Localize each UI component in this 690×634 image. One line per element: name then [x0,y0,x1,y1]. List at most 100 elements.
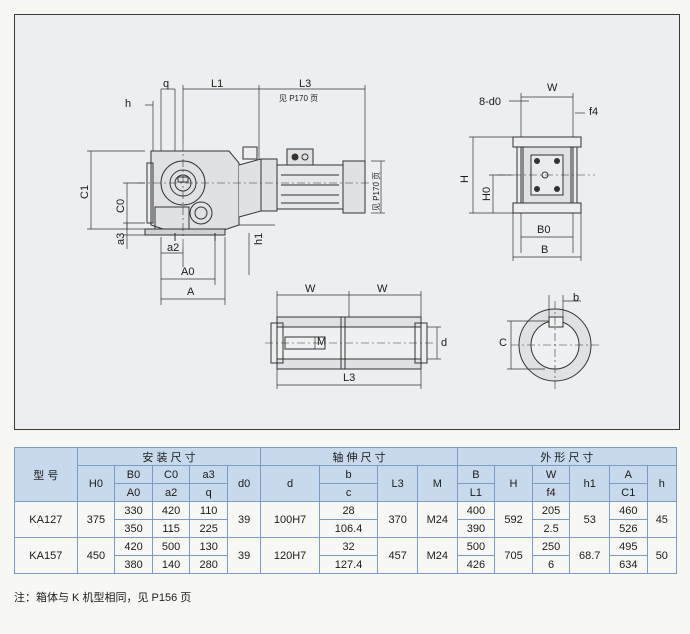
cell-W: 205 [531,501,571,520]
header-h1: h1 [569,465,611,502]
hollow-shaft-section [265,316,435,370]
header-d0: d0 [226,465,262,502]
dim-label-A: A [187,286,195,298]
table-header-row-top: H0 B0 C0 a3 d0 d b L3 M B H W h1 A h [15,465,678,502]
header-b: b [318,465,379,484]
dim-label-H: H [459,175,471,183]
cell-b: 32 [318,537,379,556]
table-row: 350 115 225 106.4 390 2.5 526 [15,519,677,538]
dim-label-C0: C0 [115,198,127,213]
dim-label-shaft-M: M [317,336,327,348]
header-model: 型 号 [14,447,78,502]
dim-label-key-C: C [499,337,507,349]
dim-label-8-d0: 8-d0 [479,96,502,108]
table-group-header-row: 型 号 安 装 尺 寸 轴 伸 尺 寸 外 形 尺 寸 [14,447,678,502]
cell-h: 50 [646,537,678,574]
cell-h1: 53 [569,501,611,538]
dim-label-see-p170: 见 P170 页 [279,94,319,103]
header-M: M [416,465,458,502]
cell-B0: 330 [114,501,153,520]
header-f4: f4 [531,483,571,502]
cell-a3: 110 [189,501,228,520]
cell-a2: 140 [151,555,191,574]
shaft-dimensions [276,291,441,389]
cell-f4: 6 [531,555,571,574]
dim-label-h1: h1 [253,232,265,245]
header-B: B [456,465,496,484]
cell-q: 225 [189,519,228,538]
header-W: W [531,465,571,484]
header-A: A [609,465,648,484]
dim-label-L1: L1 [211,78,224,90]
dim-label-front-W: W [547,82,558,94]
cell-b: 28 [318,501,379,520]
dim-label-H0: H0 [481,186,493,201]
dim-label-a2: a2 [167,242,180,254]
cell-B0: 420 [114,537,153,556]
technical-drawing: h q L1 L3 见 P170 页 见 P170 页 C1 C0 a3 a2 … [14,14,680,430]
cell-d0: 39 [226,537,262,574]
cell-M: M24 [416,537,458,574]
cell-H0: 450 [76,537,116,574]
side-view-gearbox [144,146,262,241]
cell-L3: 370 [377,501,418,538]
keyway-dimensions [507,295,581,370]
header-H: H [494,465,533,502]
cell-B: 500 [456,537,496,556]
dim-label-shaft-W-right: W [377,283,388,295]
dim-label-L3: L3 [299,78,312,90]
header-C0: C0 [151,465,191,484]
dimension-table: 型 号 安 装 尺 寸 轴 伸 尺 寸 外 形 尺 寸 H0 B0 C0 a3 … [14,447,678,574]
dim-label-f4: f4 [589,106,599,118]
cell-d: 100H7 [260,501,320,538]
dim-label-key-b: b [573,292,580,304]
cell-C1: 526 [609,519,648,538]
header-C1: C1 [609,483,648,502]
header-a2: a2 [151,483,191,502]
dim-label-q: q [163,78,170,90]
cell-B: 400 [456,501,496,520]
header-L3: L3 [377,465,418,502]
header-B0: B0 [114,465,153,484]
cell-h1: 68.7 [569,537,611,574]
dim-label-see-p170-vertical: 见 P170 页 [372,171,381,211]
dim-label-shaft-d: d [441,337,448,349]
front-view [497,136,595,214]
cell-A0: 380 [114,555,153,574]
cell-a2: 115 [151,519,191,538]
cell-d0: 39 [226,501,262,538]
header-group-shaft: 轴 伸 尺 寸 [260,447,458,466]
cell-model: KA127 [14,501,78,538]
cell-C0: 500 [151,537,191,556]
cell-c: 106.4 [318,519,379,538]
keyway-section [511,301,599,389]
side-view-motor [260,148,366,214]
cell-A: 460 [609,501,648,520]
header-a3: a3 [189,465,228,484]
header-d: d [260,465,320,502]
cell-L1: 426 [456,555,496,574]
header-c: c [318,483,379,502]
cell-a3: 130 [189,537,228,556]
cell-W: 250 [531,537,571,556]
cell-A0: 350 [114,519,153,538]
header-group-install: 安 装 尺 寸 [76,447,262,466]
cell-A: 495 [609,537,648,556]
cell-H0: 375 [76,501,116,538]
dim-label-shaft-L3: L3 [343,372,356,384]
dim-label-a3: a3 [115,232,127,245]
cell-L3: 457 [377,537,418,574]
table-row: KA127 375 330 420 110 39 100H7 28 370 M2… [14,501,678,538]
cell-C0: 420 [151,501,191,520]
cell-c: 127.4 [318,555,379,574]
cell-h: 45 [646,501,678,538]
dim-label-shaft-W-left: W [305,283,316,295]
cell-model: KA157 [14,537,78,574]
cell-q: 280 [189,555,228,574]
header-group-outline: 外 形 尺 寸 [456,447,678,466]
dim-label-B0: B0 [537,224,551,236]
cell-C1: 634 [609,555,648,574]
dim-label-h: h [125,98,132,110]
front-view-dimensions [469,93,585,261]
drawing-lines [87,85,599,389]
